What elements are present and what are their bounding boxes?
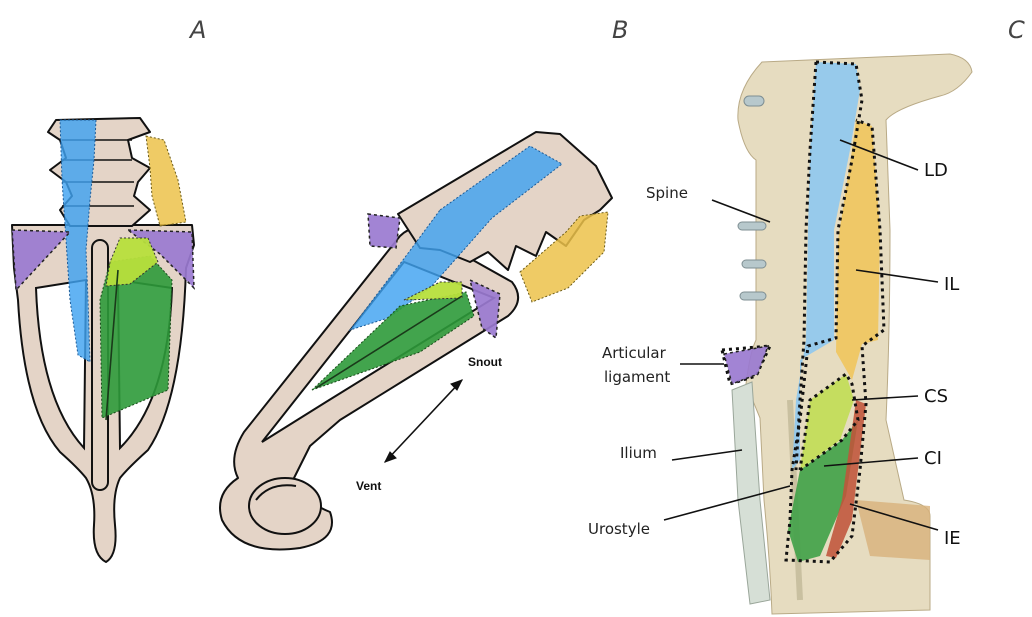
panel-b-arrow-head-vent	[385, 452, 396, 462]
panel-b-snout-label: Snout	[468, 355, 502, 369]
panel-a-diagram	[12, 118, 194, 562]
panel-letter-b: B	[612, 16, 628, 44]
label-il: IL	[944, 274, 959, 295]
panel-b-vent-label: Vent	[356, 479, 381, 493]
label-articular-line1: Articular	[602, 344, 667, 362]
label-ie: IE	[944, 528, 961, 549]
label-spine: Spine	[646, 184, 688, 202]
panel-a-il-muscle	[146, 136, 186, 226]
label-urostyle: Urostyle	[588, 520, 650, 538]
label-articular-line2: ligament	[604, 368, 670, 386]
label-ci: CI	[924, 448, 942, 469]
panel-b-diagram: Snout Vent	[220, 132, 612, 549]
panel-b-direction-line	[385, 380, 462, 462]
panel-b-arrow-head-snout	[451, 380, 462, 390]
panel-b-ligament-top	[368, 214, 400, 248]
label-ilium: Ilium	[620, 444, 657, 462]
panel-letter-a: A	[188, 16, 206, 44]
label-ld: LD	[924, 160, 948, 181]
panel-b-acetabulum	[249, 478, 321, 534]
label-cs: CS	[924, 386, 948, 407]
panel-letter-c: C	[1008, 16, 1025, 44]
panel-c-photo	[722, 54, 972, 614]
